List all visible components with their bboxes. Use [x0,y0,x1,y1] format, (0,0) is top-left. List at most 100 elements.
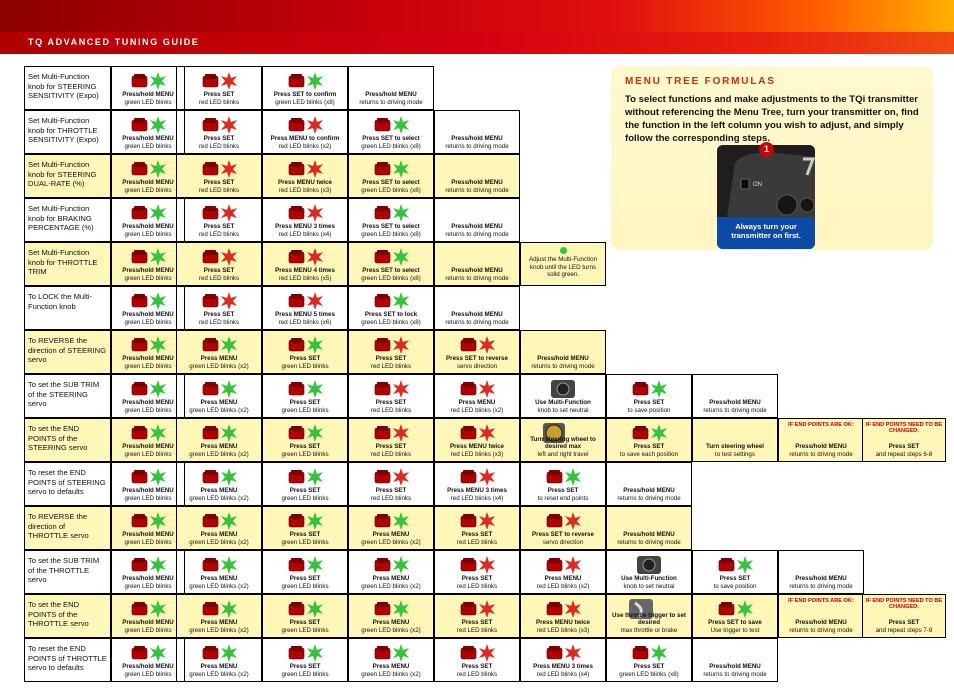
step-result: knob to set neutral [537,407,589,415]
step-result: green LED blinks (x2) [189,627,249,635]
menu-row: Set Multi-Function knob for BRAKING PERC… [24,198,521,242]
step-action: Press SET [375,487,407,495]
step-action: Press/hold MENU [122,355,174,363]
step-result: green LED blinks [281,363,329,371]
step-action: Press MENU 3 times [447,487,507,495]
step-cell: IF END POINTS NEED TO BE CHANGED:Press S… [862,594,946,638]
step-result: and repeat steps 7-9 [875,627,933,635]
step-action: Use Multi-Function [535,399,591,407]
step-result: green LED blinks [281,627,329,635]
step-result: green LED blinks (x2) [189,407,249,415]
step-result: green LED blinks (x2) [361,539,421,547]
step-result: green LED blinks (x2) [189,671,249,679]
step-result: red LED blinks [198,187,240,195]
header-banner [0,0,954,32]
step-result: returns to driving mode [789,627,853,635]
step-action: Press SET [203,223,235,231]
step-result: red LED blinks [456,539,498,547]
step-result: green LED blinks [124,99,172,107]
step-action: Press MENU twice [536,619,590,627]
menu-row: To set the SUB TRIM of the THROTTLE serv… [24,550,865,594]
step-action: Press MENU [544,575,582,583]
step-action: Press/hold MENU [451,179,503,187]
step-action: Press SET [461,619,493,627]
step-result: returns to driving mode [445,231,509,239]
step-action: Press SET to reverse [532,531,594,539]
step-result: green LED blinks (x2) [189,495,249,503]
step-result: red LED blinks (x4) [450,495,504,503]
step-cell: Adjust the Multi-Function knob until the… [520,242,606,286]
step-result: green LED blinks [124,671,172,679]
guide-title: TQ ADVANCED TUNING GUIDE [28,37,200,47]
step-result: red LED blinks (x2) [536,583,590,591]
step-action: Press/hold MENU [122,531,174,539]
step-result: red LED blinks (x5) [278,275,332,283]
end-points-warning: IF END POINTS ARE OK: [788,422,854,428]
step-action: Press MENU 4 times [275,267,335,275]
step-result: Use trigger to test [710,627,760,635]
step-result: red LED blinks [370,451,412,459]
step-action: Press/hold MENU [122,91,174,99]
step-action: Press SET [633,663,665,671]
row-label: Set Multi-Function knob for STEERING SEN… [24,66,111,110]
step-result: green LED blinks [124,627,172,635]
step-action: Press SET to confirm [273,91,337,99]
step-action: Press MENU [372,531,410,539]
step-result: green LED blinks (x8) [361,231,421,239]
step-action: Press SET [203,91,235,99]
step-result: green LED blinks (x2) [189,451,249,459]
step-action: Press/hold MENU [795,575,847,583]
row-label: To reset the END POINTS of STEERING serv… [24,462,111,506]
step-action: Press/hold MENU [795,443,847,451]
step-action: Press SET [461,531,493,539]
step-result: max throttle or brake [620,627,678,635]
step-result: green LED blinks [281,451,329,459]
step-action: Use Multi-Function [621,575,677,583]
step-action: Press SET [633,399,665,407]
step-result: green LED blinks [124,407,172,415]
step-result: to save position [713,583,757,591]
transmitter-photo: ON Always turn your transmitter on first… [717,145,815,249]
step-result: red LED blinks (x3) [450,451,504,459]
step-result: and repeat steps 6-8 [875,451,933,459]
step-action: Press SET to select [362,267,420,275]
step-result: red LED blinks (x6) [278,319,332,327]
end-points-warning: IF END POINTS NEED TO BE CHANGED: [865,422,943,435]
step-action: Press SET to lock [364,311,418,319]
step-action: Press MENU [372,619,410,627]
step-result: returns to driving mode [445,143,509,151]
step-result: green LED blinks (x2) [189,583,249,591]
step-action: Press MENU [200,663,238,671]
step-action: Press MENU [458,399,496,407]
step-result: green LED blinks [281,583,329,591]
step-action: Press MENU 3 times [275,223,335,231]
step-action: Press SET to select [362,135,420,143]
menu-row: Set Multi-Function knob for THROTTLE TRI… [24,242,607,286]
menu-row: Set Multi-Function knob for STEERING DUA… [24,154,521,198]
step-result: green LED blinks [281,407,329,415]
step-action: Press SET [888,619,920,627]
step-result: red LED blinks (x2) [450,407,504,415]
